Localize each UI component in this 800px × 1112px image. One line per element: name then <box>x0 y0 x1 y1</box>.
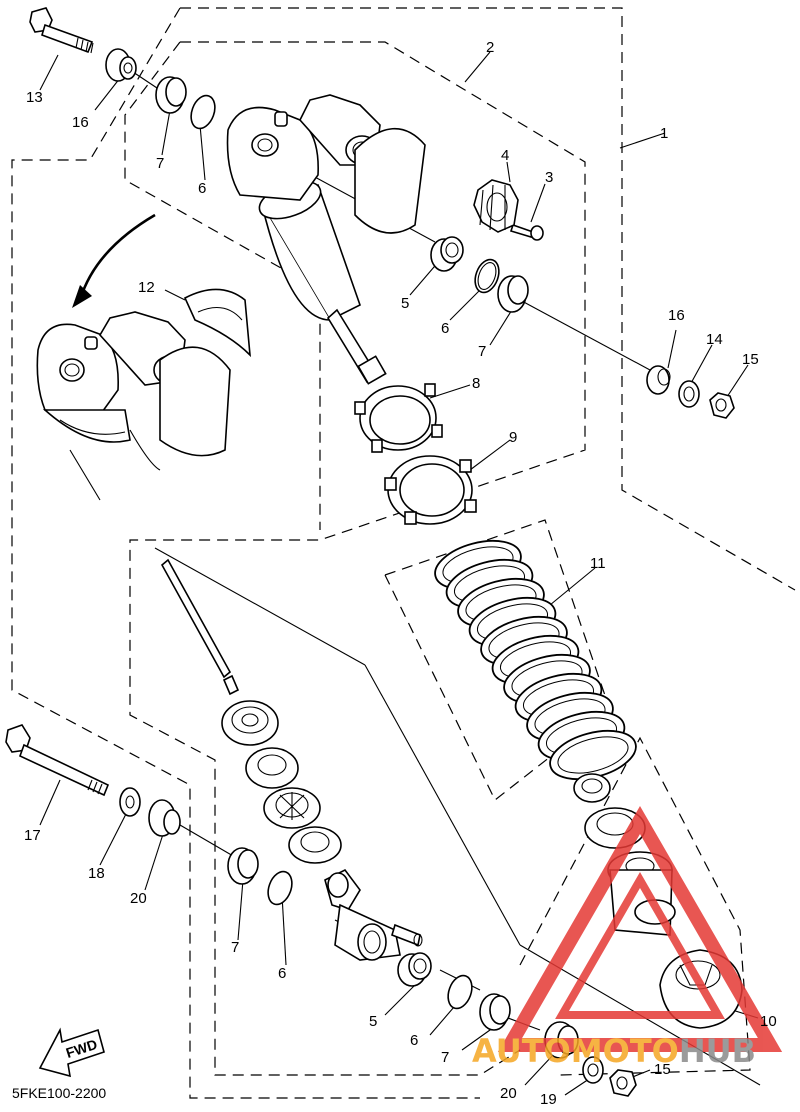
callout-18: 18 <box>88 865 105 882</box>
watermark-logo: AUTOMOTOHUB <box>472 806 783 1070</box>
bolt-13 <box>29 7 94 54</box>
rotation-arrow-icon <box>72 213 156 308</box>
boundary-assembly-1-left <box>11 7 480 1099</box>
callout-16-upper: 16 <box>72 114 89 131</box>
callout-15-upper: 15 <box>742 351 759 368</box>
callout-13: 13 <box>26 89 43 106</box>
lower-clevis <box>324 868 423 961</box>
callout-12: 12 <box>138 279 155 296</box>
shock-body-alternate-view <box>36 311 231 501</box>
collar-16-upper <box>105 48 137 82</box>
callout-7-upper-left: 7 <box>156 155 164 172</box>
callout-8: 8 <box>472 375 480 392</box>
callout-20-left: 20 <box>130 890 147 907</box>
circlip-6-lower-right <box>447 974 473 1010</box>
boundary-assembly-2-top <box>124 41 321 530</box>
callout-3: 3 <box>545 169 553 186</box>
callout-6-lower-right: 6 <box>410 1032 418 1049</box>
callout-7-lower-left: 7 <box>231 939 239 956</box>
watermark-triangle <box>497 806 783 1052</box>
bearing-7-lower-right <box>479 993 511 1031</box>
shock-body-upper <box>226 94 426 385</box>
callout-17: 17 <box>24 827 41 844</box>
bearing-7-upper-left <box>155 76 187 114</box>
nut-15-upper <box>709 392 735 419</box>
bearing-7-lower-left <box>227 847 259 885</box>
drawing-code: 5FKE100-2200 <box>12 1085 106 1101</box>
rod-assembly <box>160 558 342 864</box>
washer-19 <box>582 1056 604 1084</box>
collar-16-right <box>646 365 671 395</box>
spring-11 <box>434 539 637 781</box>
adjuster-knob-4 <box>473 179 519 233</box>
fwd-arrow-icon: FWD <box>38 1027 105 1078</box>
circlip-6-upper-right <box>474 258 500 294</box>
bushing-5-upper <box>430 236 464 272</box>
callout-6-upper-right: 6 <box>441 320 449 337</box>
ring-nut-9 <box>384 455 477 525</box>
washer-18 <box>119 787 141 817</box>
callout-20-right: 20 <box>500 1085 517 1102</box>
ring-nut-8 <box>354 383 443 453</box>
screw-3 <box>509 223 544 241</box>
circlip-6-lower-left <box>267 870 293 906</box>
callout-1: 1 <box>660 125 668 142</box>
callout-14: 14 <box>706 331 723 348</box>
callout-7-upper-right: 7 <box>478 343 486 360</box>
callout-11: 11 <box>590 555 606 572</box>
svg-text:AUTOMOTOHUB: AUTOMOTOHUB <box>472 1032 756 1070</box>
callout-10: 10 <box>760 1013 777 1030</box>
bearing-7-upper-right <box>497 275 529 313</box>
watermark-part1: AUTO <box>472 1032 571 1070</box>
bushing-5-lower <box>397 952 432 987</box>
callout-4: 4 <box>501 147 509 164</box>
callout-15-lower: 15 <box>654 1061 671 1078</box>
callout-numbers: 1 2 3 4 5 5 6 6 6 6 7 7 7 7 8 9 10 11 12… <box>24 39 777 1108</box>
callout-19: 19 <box>540 1091 557 1108</box>
circlip-6-upper-left <box>190 94 216 130</box>
cover-12 <box>183 288 251 358</box>
watermark-part3: HUB <box>679 1032 756 1070</box>
callout-9: 9 <box>509 429 517 446</box>
boundary-assembly-2 <box>129 41 586 1076</box>
callout-2: 2 <box>486 39 494 56</box>
callout-5-lower: 5 <box>369 1013 377 1030</box>
spring-coil-inner <box>557 736 629 774</box>
callout-7-lower-right: 7 <box>441 1049 449 1066</box>
boundary-assembly-1 <box>180 7 796 591</box>
washer-14 <box>678 380 700 408</box>
nut-15-lower <box>609 1069 637 1097</box>
watermark-part2: MOTO <box>571 1032 679 1070</box>
callout-16-right: 16 <box>668 307 685 324</box>
collar-20-left <box>148 799 181 837</box>
callout-5-upper: 5 <box>401 295 409 312</box>
assembly-boundaries <box>11 7 796 1099</box>
callout-6-upper-left: 6 <box>198 180 206 197</box>
bolt-17 <box>5 724 110 797</box>
callout-6-lower-left: 6 <box>278 965 286 982</box>
